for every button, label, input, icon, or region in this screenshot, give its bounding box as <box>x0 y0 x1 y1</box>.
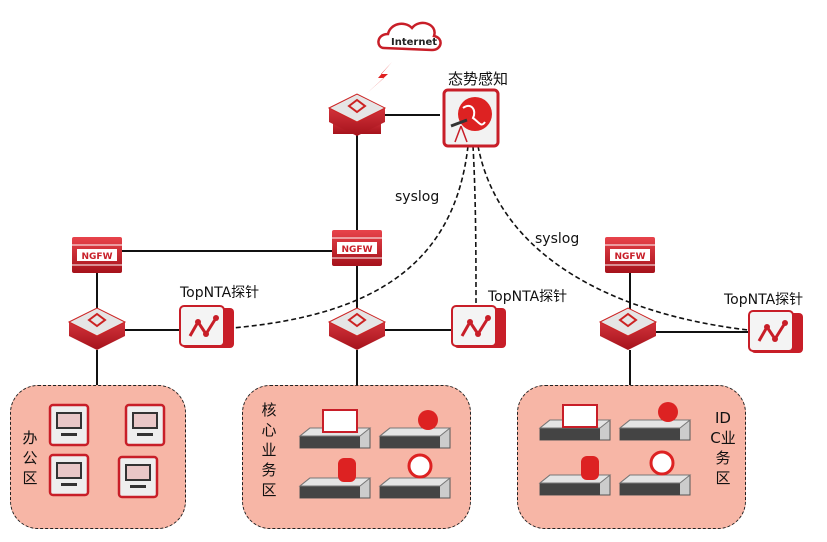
ngfw-label: NGFW <box>615 252 646 262</box>
office-devices <box>48 403 166 499</box>
zone-idc <box>517 385 746 529</box>
links <box>96 114 748 385</box>
globe-telescope-icon <box>442 88 500 148</box>
syslog-links <box>231 145 749 331</box>
probe-icon <box>178 304 236 350</box>
web-server-icon <box>379 427 451 449</box>
internet-label: Internet <box>391 37 437 48</box>
awareness-label: 态势感知 <box>448 70 509 88</box>
switch-icon <box>599 307 657 351</box>
syslog-label: syslog <box>535 231 580 247</box>
switch-icon <box>328 307 386 351</box>
switch-icon <box>68 307 126 351</box>
ie-server-icon <box>379 477 451 499</box>
core-router-icon <box>328 93 386 137</box>
ie-server-icon <box>619 474 691 496</box>
zone-label: IDC业务区 <box>710 409 736 487</box>
syslog-label: syslog <box>395 189 440 205</box>
cloud-icon <box>377 21 442 52</box>
database-server-icon <box>539 474 611 496</box>
zone-label: 核心业务区 <box>261 401 277 499</box>
server-badges <box>322 402 678 482</box>
probe-label: TopNTA探针 <box>488 289 568 305</box>
probe-label: TopNTA探针 <box>180 285 260 301</box>
probe-icon <box>747 309 805 355</box>
zone-label: 办公区 <box>22 429 38 487</box>
database-server-icon <box>299 477 371 499</box>
ngfw-label: NGFW <box>82 252 113 262</box>
pc-icon <box>124 403 166 447</box>
web-server-icon <box>619 419 691 441</box>
pc-icon <box>48 403 90 447</box>
pc-icon <box>48 453 90 497</box>
probe-label: TopNTA探针 <box>724 292 804 308</box>
pc-icon <box>117 455 159 499</box>
lightning-icon <box>366 62 392 94</box>
probe-icon <box>450 304 508 350</box>
ngfw-label: NGFW <box>342 245 373 255</box>
core-servers <box>299 419 691 499</box>
